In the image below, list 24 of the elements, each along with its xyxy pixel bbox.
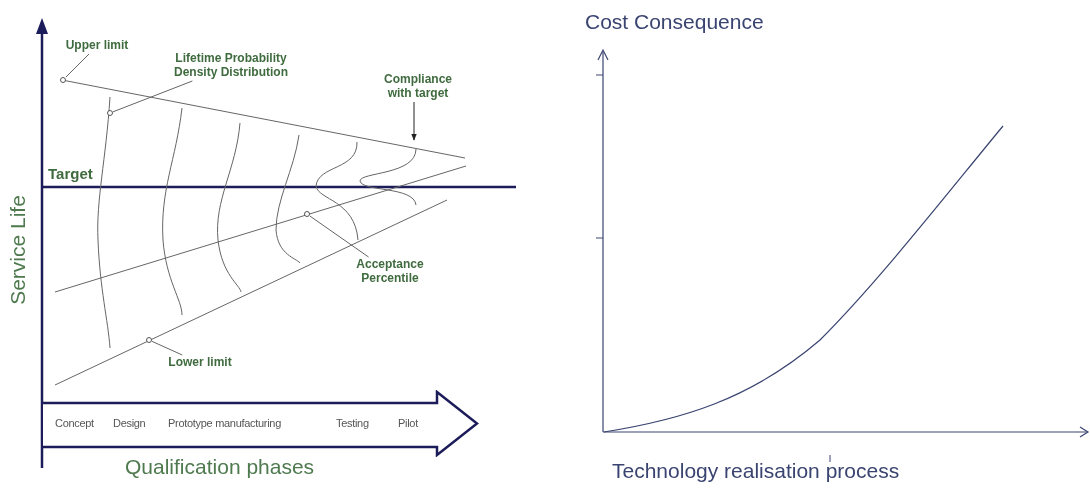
axis-title: Cost Consequence: [585, 10, 764, 34]
callout-label: Upper limit: [56, 38, 138, 54]
phase-label: Pilot: [398, 417, 418, 430]
axis-title: Qualification phases: [125, 455, 315, 479]
leader-line: [309, 215, 370, 258]
phase-label: Design: [113, 417, 146, 430]
axis-title: Technology realisation process: [612, 459, 900, 483]
callout-label: Lifetime Probability Density Distribution: [156, 51, 306, 81]
point-marker: [146, 337, 152, 343]
point-marker: [60, 77, 66, 83]
phase-label: Testing: [336, 417, 369, 430]
leader-line: [112, 80, 193, 113]
leader-line: [65, 53, 90, 78]
phase-label: Prototype manufacturing: [168, 417, 281, 430]
arrow: [411, 101, 417, 141]
axis-title: Service Life: [6, 194, 30, 307]
phase-label: Concept: [55, 417, 94, 430]
callout-label: Compliance with target: [376, 72, 460, 102]
point-marker: [107, 110, 113, 116]
target-label: Target: [48, 165, 93, 182]
leader-line: [151, 340, 183, 356]
callout-label: Acceptance Percentile: [340, 257, 440, 287]
point-marker: [304, 211, 310, 217]
callout-label: Lower limit: [158, 355, 242, 371]
